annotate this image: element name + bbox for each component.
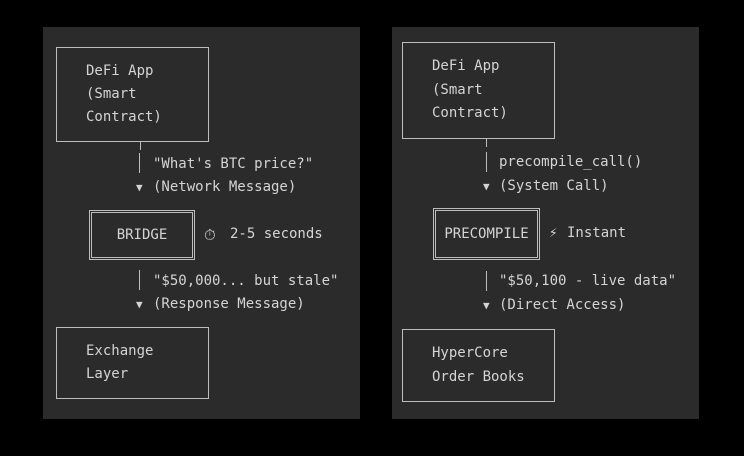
bridge-label: BRIDGE xyxy=(116,227,168,243)
connector-line xyxy=(486,152,487,172)
exchange-layer-box xyxy=(56,327,209,399)
connector-line xyxy=(139,153,140,173)
request-message: "What's BTC price?" xyxy=(153,156,314,172)
down-arrow-icon: ▼ xyxy=(136,181,143,194)
precompile-label: PRECOMPILE xyxy=(444,226,529,242)
hypercore-label-2: Order Books xyxy=(432,369,525,385)
hypercore-label-1: HyperCore xyxy=(432,345,508,361)
lightning-icon: ⚡ xyxy=(549,225,558,241)
defi-app-label-2: (Smart xyxy=(86,86,137,102)
hypercore-order-books-box xyxy=(402,329,555,402)
bridge-latency: 2-5 seconds xyxy=(230,226,323,242)
bridge-flow-panel: DeFi App (Smart Contract) "What's BTC pr… xyxy=(43,27,360,419)
bridge-box: BRIDGE xyxy=(89,210,195,260)
exchange-layer-label-2: Layer xyxy=(86,366,129,382)
defi-app-label-2: (Smart xyxy=(432,82,483,98)
defi-app-label-1: DeFi App xyxy=(432,58,500,74)
request-channel: (Network Message) xyxy=(153,179,297,195)
request-channel: (System Call) xyxy=(499,178,609,194)
precompile-latency: Instant xyxy=(567,225,627,241)
down-arrow-icon: ▼ xyxy=(483,180,490,193)
request-message: precompile_call() xyxy=(499,154,643,170)
defi-app-label-3: Contract) xyxy=(432,105,508,121)
stopwatch-icon: ⏱ xyxy=(204,226,216,244)
response-message: "$50,100 - live data" xyxy=(499,273,677,289)
precompile-flow-panel: DeFi App (Smart Contract) precompile_cal… xyxy=(392,27,699,419)
defi-app-label-3: Contract) xyxy=(86,109,162,125)
connector-line xyxy=(486,271,487,291)
defi-app-box xyxy=(402,42,555,147)
response-message: "$50,000... but stale" xyxy=(153,273,339,289)
precompile-box: PRECOMPILE xyxy=(433,208,540,260)
defi-app-label-1: DeFi App xyxy=(86,63,154,79)
response-channel: (Direct Access) xyxy=(499,297,626,313)
defi-app-box xyxy=(56,47,209,150)
down-arrow-icon: ▼ xyxy=(483,299,490,312)
down-arrow-icon: ▼ xyxy=(136,298,143,311)
response-channel: (Response Message) xyxy=(153,296,305,312)
exchange-layer-label-1: Exchange xyxy=(86,343,154,359)
connector-line xyxy=(139,270,140,290)
